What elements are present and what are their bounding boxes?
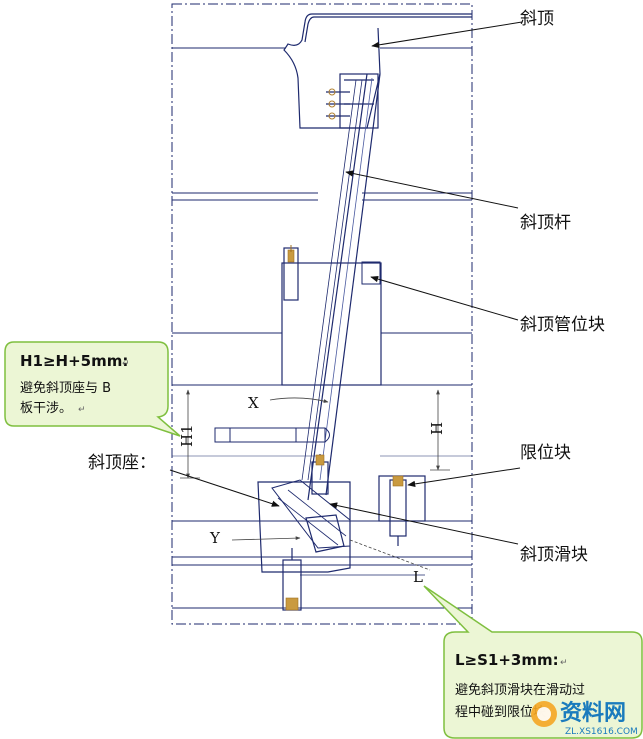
dim-h: H — [428, 422, 446, 435]
callout-l: L≥S1+3mm: ↵ 避免斜顶滑块在滑动过 程中碰到限位块 — [423, 585, 643, 739]
mould-outline — [171, 3, 473, 625]
callout-l-title: L≥S1+3mm: — [455, 651, 559, 669]
dim-x: X — [248, 394, 259, 412]
lifter-slider — [305, 454, 345, 553]
watermark-brand: 资料网 — [560, 701, 626, 726]
lifter-head — [283, 13, 472, 129]
callout-l-line-2: 程中碰到限位块 — [455, 705, 546, 720]
mould-plates — [172, 47, 472, 609]
label-lifter-slider: 斜顶滑块 — [520, 545, 588, 565]
label-lifter-rod: 斜顶杆 — [520, 213, 571, 233]
callout-h1-bubble — [4, 341, 181, 437]
watermark-url: ZL.XS1616.COM — [565, 727, 638, 737]
callout-h1-line-1: 避免斜顶座与 B — [20, 381, 111, 396]
callout-h1-line-2: 板干涉。 — [20, 401, 72, 416]
leaders — [169, 21, 523, 545]
lifter-rod — [301, 73, 381, 501]
callout-l-bubble — [423, 585, 643, 739]
dim-l: L — [413, 568, 423, 586]
callout-h1-mark: ↵ — [122, 359, 130, 369]
guide-screw — [287, 245, 295, 263]
lifter-guide-block — [281, 247, 382, 386]
callout-h1-title: H1≥H+5mm: — [20, 352, 128, 370]
label-lifter-seat: 斜顶座： — [88, 453, 156, 473]
watermark: 资料网 ZL.XS1616.COM — [531, 701, 638, 737]
stop-block — [378, 475, 426, 546]
dim-h1: H1 — [178, 424, 196, 447]
stop-block-screw — [392, 475, 404, 487]
lifter-head-screws — [328, 88, 336, 120]
dimension-lines — [180, 389, 450, 571]
callout-h1: H1≥H+5mm: ↵ 避免斜顶座与 B 板干涉。 ↵ — [4, 341, 181, 437]
stop-rod — [214, 427, 330, 443]
callout-h1-mark-2: ↵ — [78, 405, 86, 415]
label-lifter: 斜顶 — [520, 9, 554, 29]
callout-l-line-1: 避免斜顶滑块在滑动过 — [455, 683, 585, 698]
dim-y: Y — [209, 529, 221, 547]
slider-screw — [315, 454, 325, 466]
label-lifter-guide-block: 斜顶管位块 — [520, 315, 605, 335]
callout-l-mark: ↵ — [560, 658, 568, 668]
watermark-logo-icon — [531, 701, 557, 727]
seat-screw — [282, 548, 302, 611]
label-stop-block: 限位块 — [520, 443, 571, 463]
lifter-seat — [257, 479, 351, 573]
